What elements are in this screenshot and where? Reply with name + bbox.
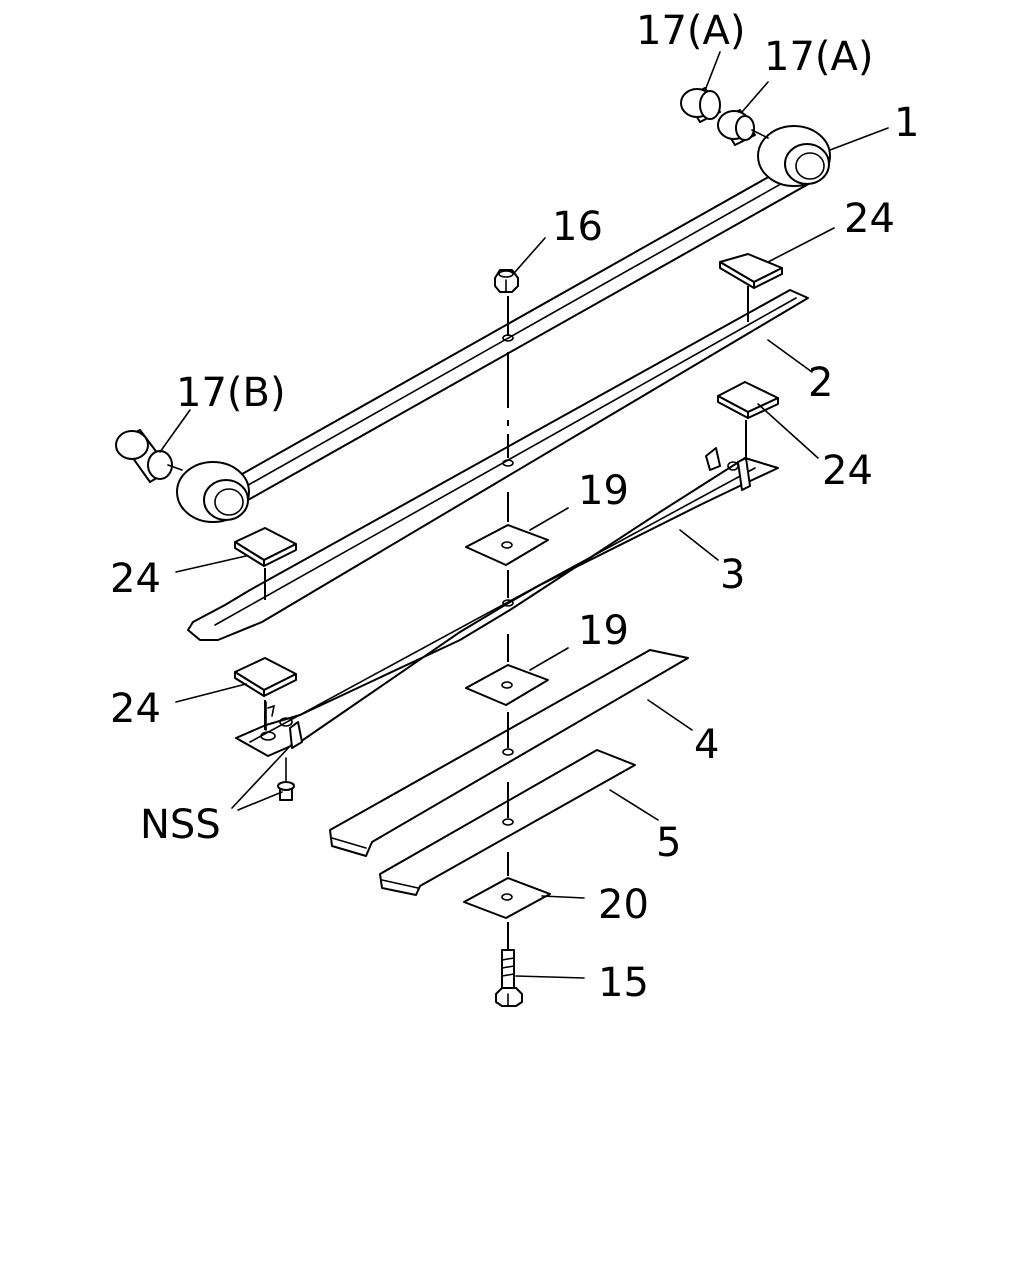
- callout-24-lower-left: 24: [110, 686, 161, 732]
- center-axis-line: [264, 286, 749, 950]
- callout-16: 16: [552, 204, 603, 250]
- callout-19-upper: 19: [578, 468, 629, 514]
- callout-17a-right: 17(A): [764, 34, 873, 80]
- callout-17b: 17(B): [176, 370, 286, 416]
- part-17a-bushing-right: [717, 109, 769, 146]
- callout-3: 3: [720, 552, 745, 598]
- callout-2: 2: [808, 360, 833, 406]
- part-24-pad-top: [719, 253, 783, 289]
- leader-lines: [159, 51, 889, 979]
- callout-17a-left: 17(A): [636, 8, 745, 54]
- part-24-pad-mid-right: [717, 381, 779, 419]
- callout-4: 4: [694, 722, 719, 768]
- part-4-fourth-leaf: [329, 649, 689, 857]
- part-3-third-leaf: [235, 447, 779, 757]
- part-5-fifth-leaf: [379, 749, 636, 896]
- callout-24-top: 24: [844, 196, 895, 242]
- part-2-second-leaf: [187, 289, 809, 641]
- part-15-center-bolt: [495, 949, 523, 1007]
- callout-24-mid-left: 24: [110, 556, 161, 602]
- callout-24-mid-right: 24: [822, 448, 873, 494]
- part-nss-bolt: [265, 701, 295, 801]
- callout-1: 1: [894, 100, 919, 146]
- part-20-spacer: [463, 877, 551, 919]
- callout-20: 20: [598, 882, 649, 928]
- callout-nss: NSS: [140, 802, 221, 848]
- part-19-spacer-lower: [465, 664, 549, 706]
- callout-5: 5: [656, 820, 681, 866]
- part-24-pad-lower-left: [234, 657, 297, 697]
- part-1-main-leaf: [176, 125, 831, 523]
- part-17b-bushing: [115, 429, 183, 483]
- callout-15: 15: [598, 960, 649, 1006]
- part-19-spacer-upper: [465, 524, 549, 566]
- part-17a-bushing-left: [680, 87, 721, 123]
- callout-labels: 17(A) 17(A) 1 24 16 2 17(B) 24 19 3 24 1…: [110, 8, 919, 1006]
- part-24-pad-mid-left: [234, 527, 297, 567]
- part-16-nut: [494, 269, 519, 293]
- callout-19-lower: 19: [578, 608, 629, 654]
